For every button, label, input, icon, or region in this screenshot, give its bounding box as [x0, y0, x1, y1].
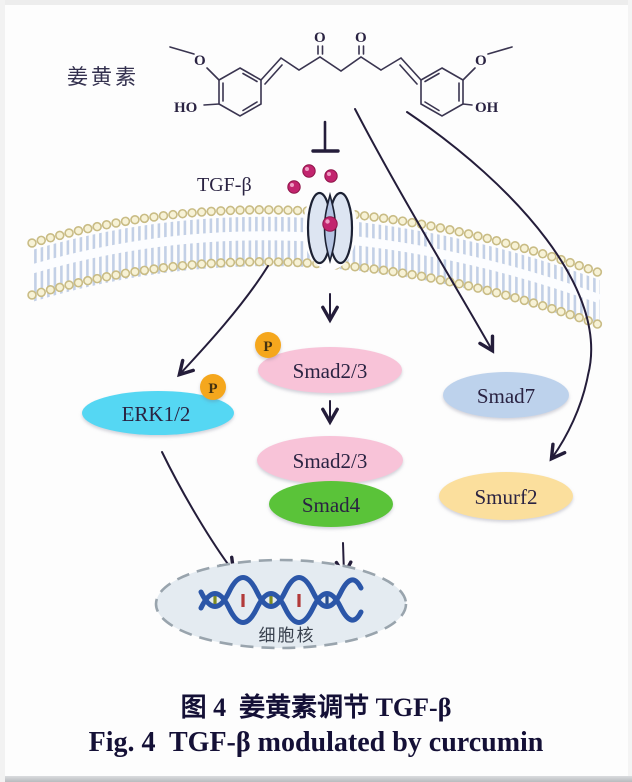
atom-methoxy-right: O — [475, 53, 487, 69]
curcumin-cn-label: 姜黄素 — [67, 65, 139, 89]
arrow-structure-to-smad7 — [354, 108, 495, 354]
nucleus: 细胞核 — [154, 558, 408, 650]
nucleus-label: 细胞核 — [259, 626, 316, 645]
smad23-phos-node: P Smad2/3 — [255, 332, 402, 393]
curcumin-structure: O HO O O O OH — [169, 30, 513, 117]
erk-node: P ERK1/2 — [82, 374, 234, 435]
erk-label: ERK1/2 — [122, 402, 191, 426]
page-bottom-edge — [0, 776, 632, 782]
signal-arrows — [161, 108, 593, 579]
smad4-label: Smad4 — [302, 493, 361, 517]
phospho-label: P — [208, 381, 217, 397]
arrow-structure-to-smurf2 — [406, 111, 593, 462]
tgfb-ligands: TGF-β — [197, 164, 338, 196]
smad7-node: Smad7 — [443, 372, 569, 418]
smad23-label: Smad2/3 — [293, 449, 368, 473]
tgfb-label: TGF-β — [197, 174, 252, 196]
atom-carbonyl-left: O — [314, 30, 326, 46]
smurf2-node: Smurf2 — [439, 472, 573, 520]
phospho-badge — [200, 374, 226, 400]
smad4-node: Smad4 — [269, 481, 393, 527]
dna-helix-icon — [198, 575, 364, 625]
page-edge — [628, 0, 632, 782]
phospho-badge — [255, 332, 281, 358]
atom-hydroxyl-left: HO — [174, 100, 197, 116]
ligand-dot — [302, 164, 316, 178]
smad23-phos-label: Smad2/3 — [293, 359, 368, 383]
atom-carbonyl-right: O — [355, 30, 367, 46]
caption-cn: 图 4 姜黄素调节 TGF-β — [180, 693, 452, 722]
ligand-dot — [324, 169, 338, 183]
arrow-erk-to-nucleus — [161, 451, 236, 575]
smad23-node: Smad2/3 — [257, 436, 403, 484]
smurf2-label: Smurf2 — [475, 485, 538, 509]
inhibition-tbar — [311, 120, 340, 153]
tgfb-receptor — [303, 186, 357, 270]
pathway-diagram: O HO O O O OH 姜黄素 TGF-β — [27, 30, 605, 650]
atom-methoxy-left: O — [194, 53, 206, 69]
caption-en: Fig. 4 TGF-β modulated by curcumin — [88, 727, 544, 758]
phospho-label: P — [263, 339, 272, 355]
atom-hydroxyl-right: OH — [475, 100, 499, 116]
ligand-dot — [287, 180, 301, 194]
arrow-membrane-to-erk — [177, 265, 269, 378]
smad7-label: Smad7 — [477, 384, 535, 408]
